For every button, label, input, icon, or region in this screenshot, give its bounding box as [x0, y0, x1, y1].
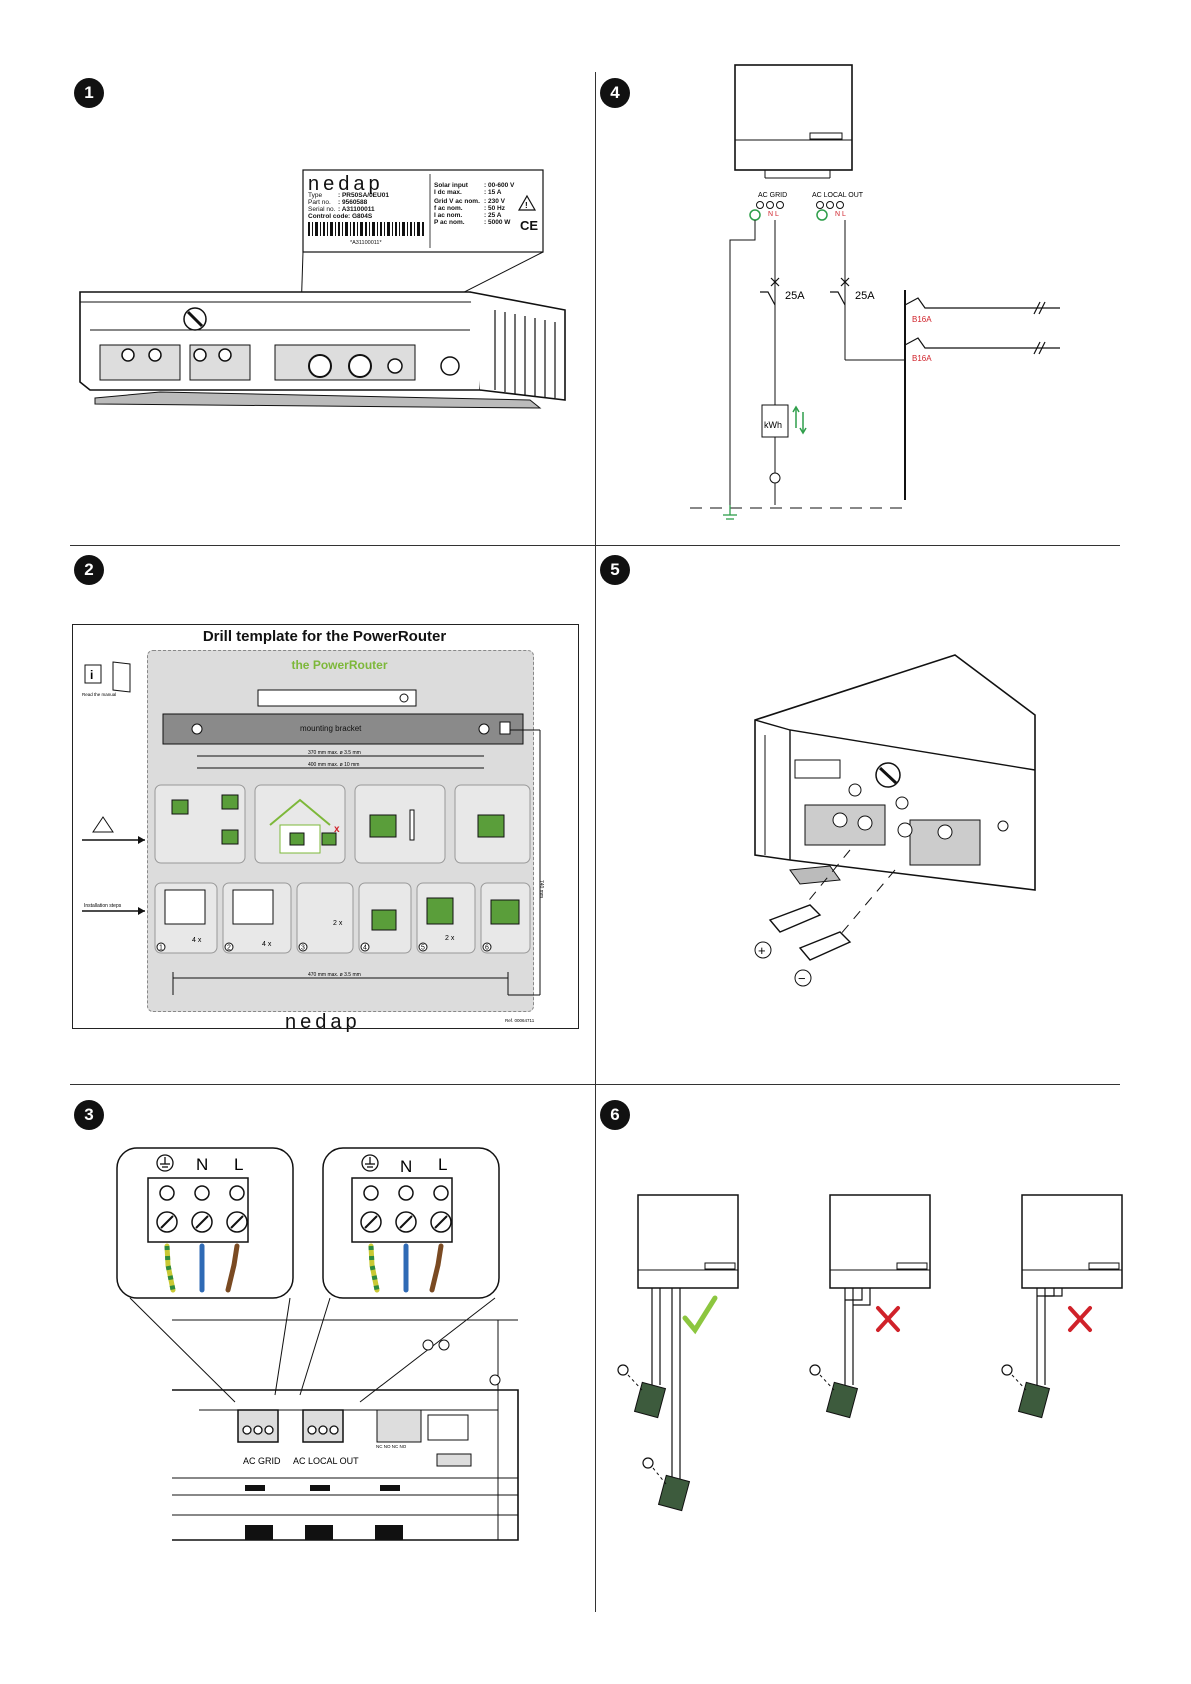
svg-text:Part no.: Part no.: [308, 199, 331, 206]
panel-5-dc-connectors: + −: [754, 654, 1036, 987]
svg-text:400 mm max. ø 10 mm: 400 mm max. ø 10 mm: [308, 762, 359, 768]
panel-1-inverter-label: nedap Type : PR50SA/0EU01 Part no. : 95605…: [79, 169, 566, 409]
svg-text:AC GRID: AC GRID: [243, 1456, 281, 1466]
svg-text:Ref. 00064711: Ref. 00064711: [505, 1018, 535, 1023]
svg-text:N: N: [196, 1155, 208, 1174]
check-icon: [682, 1295, 718, 1335]
horizontal-divider-1: [70, 545, 1120, 546]
drill-template-title: Drill template for the PowerRouter: [202, 628, 447, 645]
svg-text:370 mm max. ø 3.5 mm: 370 mm max. ø 3.5 mm: [308, 750, 361, 756]
svg-text:N: N: [400, 1157, 412, 1176]
svg-text:−: −: [798, 971, 806, 986]
svg-text:: 50 Hz: : 50 Hz: [484, 205, 506, 212]
step-badge-3: 3: [74, 1100, 104, 1130]
svg-text:x: x: [334, 824, 340, 835]
svg-text:I dc max.: I dc max.: [434, 189, 462, 196]
svg-text:Control code: Control code: [308, 213, 348, 220]
svg-text:B16A: B16A: [912, 315, 932, 324]
svg-text:2: 2: [227, 945, 231, 952]
svg-text:4 x: 4 x: [192, 937, 202, 944]
svg-text:Grid V ac nom.: Grid V ac nom.: [434, 198, 480, 205]
step-badge-1: 1: [74, 78, 104, 108]
barcode: [308, 222, 424, 236]
svg-text:AC LOCAL OUT: AC LOCAL OUT: [812, 192, 864, 199]
svg-text:Solar input: Solar input: [434, 182, 469, 189]
svg-text:f ac nom.: f ac nom.: [434, 205, 463, 212]
svg-text:nedap: nedap: [285, 1011, 361, 1033]
svg-text:: 00-600 V: : 00-600 V: [484, 182, 515, 189]
cross-icon: [876, 1306, 900, 1332]
svg-text:B16A: B16A: [912, 354, 932, 363]
svg-text:1: 1: [159, 945, 163, 952]
panel-2-drill-template: i Read the manual mounting bracket 370 m…: [82, 661, 544, 1033]
svg-text:5: 5: [421, 945, 425, 952]
svg-text:25A: 25A: [855, 290, 875, 302]
label-brand: nedap: [308, 173, 384, 195]
svg-text:mounting bracket: mounting bracket: [300, 724, 362, 733]
svg-text:3: 3: [301, 945, 305, 952]
svg-text:: 15 A: : 15 A: [484, 189, 502, 196]
powerrouter-subtitle: the PowerRouter: [291, 658, 388, 672]
warning-icon: [517, 194, 537, 211]
info-icon: i: [90, 668, 93, 682]
svg-text:470 mm max. ø 3.5 mm: 470 mm max. ø 3.5 mm: [308, 972, 361, 978]
svg-text:L: L: [234, 1155, 243, 1174]
svg-text:N L: N L: [768, 211, 779, 218]
panel-6-pv-string-connection: [617, 1194, 1123, 1512]
svg-text:kWh: kWh: [764, 420, 782, 430]
svg-text:: 9560588: : 9560588: [338, 199, 368, 206]
svg-text:+: +: [758, 943, 766, 958]
step-badge-4: 4: [600, 78, 630, 108]
earth-icon: [156, 1154, 379, 1172]
svg-text:CE: CE: [520, 218, 538, 233]
svg-text:*A31100011*: *A31100011*: [350, 240, 382, 246]
svg-text:: 230 V: : 230 V: [484, 198, 506, 205]
svg-text:: 5000 W: : 5000 W: [484, 219, 511, 226]
svg-text:NC NO NC NO: NC NO NC NO: [376, 1444, 407, 1449]
earth-terminal-icon: [816, 209, 828, 221]
panel-3-ac-wiring: N L N L AC GR: [116, 1147, 519, 1541]
svg-text:: G804S: : G804S: [348, 213, 373, 220]
svg-text:Type: Type: [308, 192, 322, 199]
svg-text:4: 4: [363, 945, 367, 952]
svg-text:Read the manual: Read the manual: [82, 692, 116, 697]
svg-text:Serial no.: Serial no.: [308, 206, 336, 213]
warning-triangle-icon: [92, 816, 114, 833]
panel-4-wiring-schematic: AC GRID AC LOCAL OUT N L N L 25A 25A kWh…: [690, 64, 1060, 520]
svg-text:25A: 25A: [785, 290, 805, 302]
step-badge-2: 2: [74, 555, 104, 585]
vertical-divider: [595, 72, 596, 1612]
svg-text:: PR50SA/0EU01: : PR50SA/0EU01: [338, 192, 389, 199]
svg-text:N L: N L: [835, 211, 846, 218]
svg-text:740 mm: 740 mm: [538, 880, 544, 898]
svg-text:: 25 A: : 25 A: [484, 212, 502, 219]
svg-text:2 x: 2 x: [445, 935, 455, 942]
cross-icon: [1068, 1306, 1092, 1332]
step-badge-5: 5: [600, 555, 630, 585]
svg-text:Installation steps: Installation steps: [84, 903, 122, 909]
svg-text:: A31100011: : A31100011: [338, 206, 375, 213]
svg-text:2 x: 2 x: [333, 920, 343, 927]
svg-text:AC LOCAL OUT: AC LOCAL OUT: [293, 1456, 359, 1466]
svg-text:I ac nom.: I ac nom.: [434, 212, 462, 219]
earth-terminal-icon: [749, 209, 761, 221]
svg-text:P ac nom.: P ac nom.: [434, 219, 465, 226]
svg-text:6: 6: [485, 945, 489, 952]
svg-text:AC GRID: AC GRID: [758, 192, 787, 199]
svg-text:!: !: [525, 201, 528, 210]
svg-text:L: L: [438, 1155, 447, 1174]
svg-text:4 x: 4 x: [262, 941, 272, 948]
horizontal-divider-2: [70, 1084, 1120, 1085]
step-badge-6: 6: [600, 1100, 630, 1130]
